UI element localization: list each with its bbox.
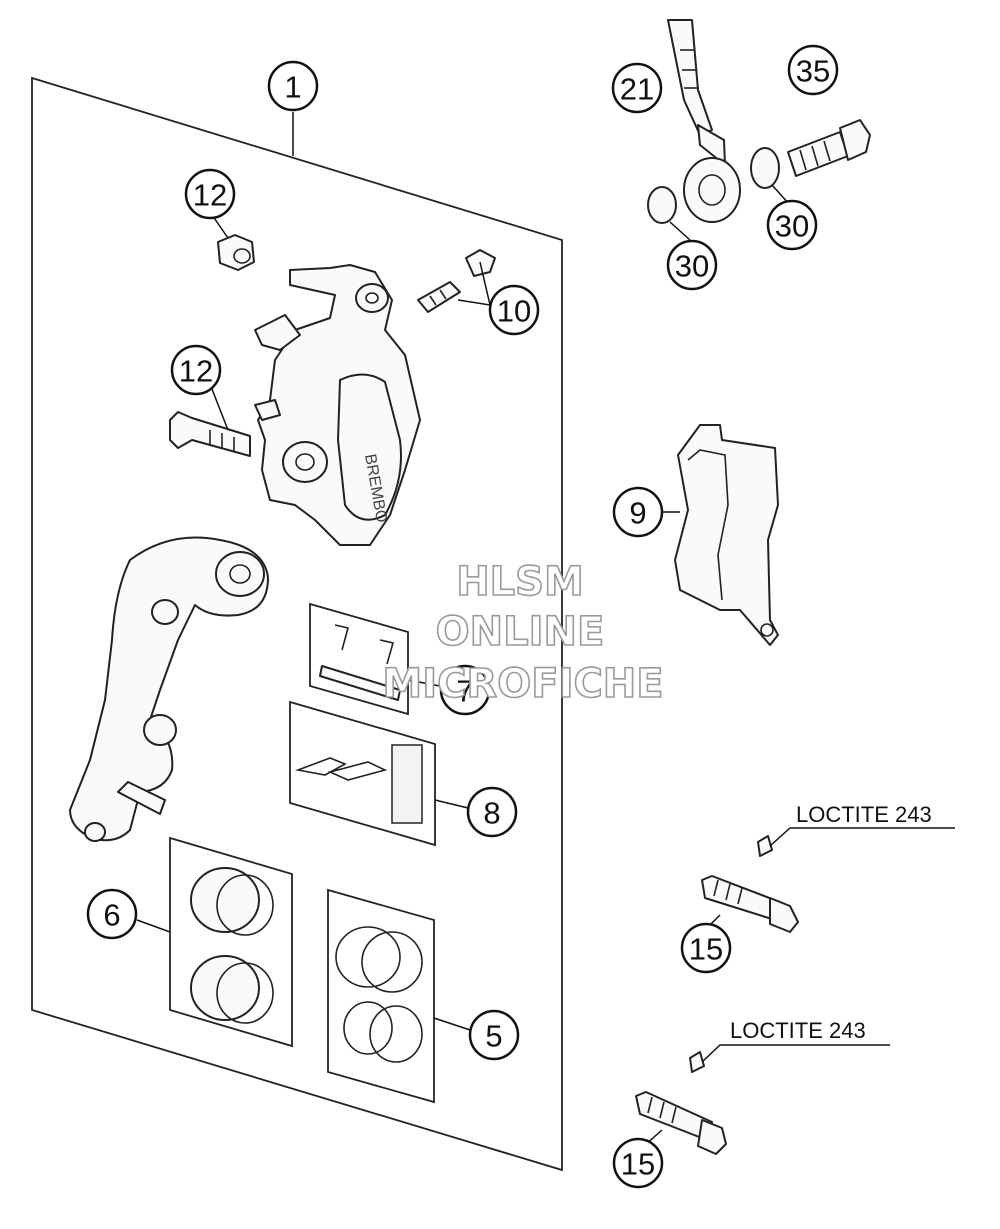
nut-12: [217, 234, 255, 271]
svg-text:12: 12: [193, 178, 227, 213]
leader-6: [136, 919, 171, 933]
svg-text:15: 15: [621, 1147, 655, 1182]
screw-15-upper: [701, 835, 799, 933]
callout-6: 6: [86, 888, 138, 940]
svg-text:15: 15: [689, 932, 723, 967]
svg-text:12: 12: [179, 354, 213, 389]
callout-30-left: 30: [666, 239, 718, 291]
svg-text:MICROFICHE: MICROFICHE: [382, 661, 663, 707]
callout-5: 5: [468, 1009, 520, 1061]
callout-21: 21: [611, 62, 663, 114]
svg-text:21: 21: [620, 72, 654, 107]
bolt-12: [169, 411, 251, 457]
watermark: HLSM ONLINE MICROFICHE: [382, 558, 665, 708]
caliper-support-bracket: [69, 536, 269, 842]
leader-5: [433, 1017, 471, 1031]
bleeder-valve-10: [417, 249, 496, 313]
callout-10: 10: [488, 284, 540, 336]
brake-pad-9: [674, 424, 779, 646]
leader-7: [407, 679, 441, 687]
svg-text:HLSM: HLSM: [456, 559, 584, 605]
leader-8: [434, 799, 469, 809]
loctite-note-lower: LOCTITE 243: [730, 1018, 866, 1043]
svg-text:8: 8: [483, 796, 500, 831]
kit-1-outline: [31, 76, 563, 1172]
screw-15-lower: [635, 1051, 727, 1155]
callout-7: 7: [439, 664, 491, 716]
leader-loctite-upper: [769, 827, 955, 847]
brake-caliper-body: BREMBO: [254, 264, 421, 546]
washer-30-left: [647, 186, 677, 224]
svg-text:ONLINE: ONLINE: [436, 609, 605, 655]
callout-9: 9: [612, 486, 664, 538]
brake-hose-21: [667, 19, 741, 223]
pin-kit-7: [309, 602, 409, 716]
banjo-bolt-35: [787, 119, 871, 177]
leader-loctite-lower: [701, 1044, 890, 1063]
svg-text:30: 30: [775, 209, 809, 244]
svg-text:10: 10: [497, 294, 531, 329]
callout-12-lower: 12: [170, 344, 222, 396]
svg-text:1: 1: [284, 70, 301, 105]
callout-15-upper: 15: [680, 922, 732, 974]
svg-text:35: 35: [796, 54, 830, 89]
callout-35: 35: [787, 44, 839, 96]
callout-15-lower: 15: [612, 1137, 664, 1189]
callout-1: 1: [267, 60, 319, 112]
svg-text:30: 30: [675, 249, 709, 284]
leader-12b: [209, 383, 229, 431]
callout-30-right: 30: [766, 199, 818, 251]
seal-kit-5: [327, 888, 435, 1104]
leader-30a: [669, 221, 691, 241]
svg-text:5: 5: [485, 1019, 502, 1054]
svg-text:6: 6: [103, 898, 120, 933]
callout-12-upper: 12: [184, 168, 236, 220]
spring-kit-8: [289, 700, 436, 847]
washer-30-right: [750, 147, 780, 189]
piston-kit-6: [169, 836, 293, 1048]
loctite-note-upper: LOCTITE 243: [796, 802, 932, 827]
callout-8: 8: [466, 786, 518, 838]
svg-text:7: 7: [456, 674, 473, 709]
svg-text:9: 9: [629, 496, 646, 531]
